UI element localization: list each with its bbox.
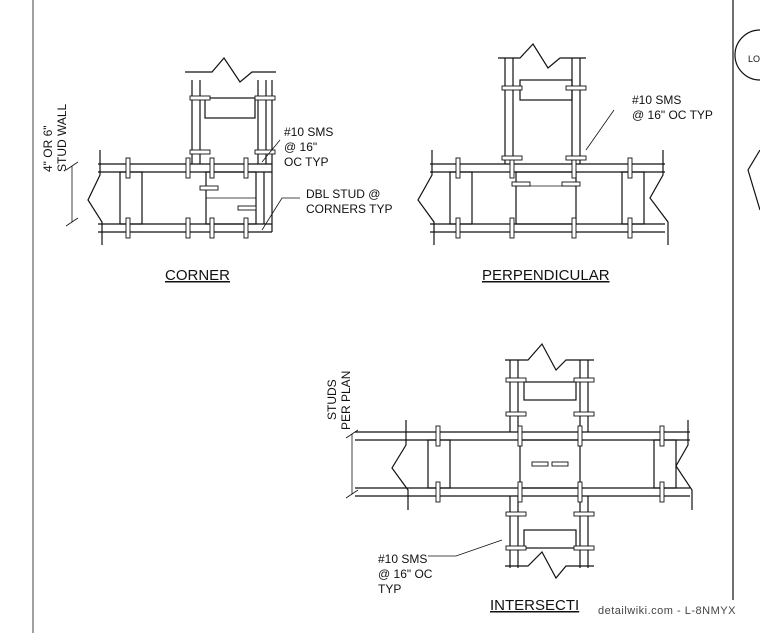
perpendicular-title: PERPENDICULAR <box>482 267 610 284</box>
inter-sms-note-line2: @ 16" OC <box>378 567 433 581</box>
edge-callout-circle: LO <box>734 29 760 211</box>
perp-sms-note-line2: @ 16" OC TYP <box>632 108 713 122</box>
stud-wall-note-line2: STUD WALL <box>55 103 69 172</box>
corner-sms-note-line2: @ 16" <box>284 140 317 154</box>
corner-detail <box>65 57 300 245</box>
perp-sms-note-line1: #10 SMS <box>632 93 681 107</box>
edge-callout-label: LO <box>748 54 760 64</box>
dbl-stud-note-line2: CORNERS TYP <box>306 202 392 216</box>
inter-sms-note-line3: TYP <box>378 582 401 596</box>
corner-title: CORNER <box>165 267 230 284</box>
watermark: detailwiki.com - L-8NMYX <box>598 605 736 617</box>
intersection-detail <box>345 342 693 580</box>
perpendicular-detail <box>417 43 669 245</box>
studs-per-plan-line2: PER PLAN <box>339 371 353 430</box>
studs-per-plan-line1: STUDS <box>325 379 339 420</box>
inter-sms-note-line1: #10 SMS <box>378 552 427 566</box>
stud-wall-note-line1: 4" OR 6" <box>41 125 55 172</box>
intersection-title: INTERSECTI <box>490 597 579 614</box>
corner-sms-note-line3: OC TYP <box>284 155 328 169</box>
dbl-stud-note-line1: DBL STUD @ <box>306 187 380 201</box>
corner-sms-note-line1: #10 SMS <box>284 125 333 139</box>
